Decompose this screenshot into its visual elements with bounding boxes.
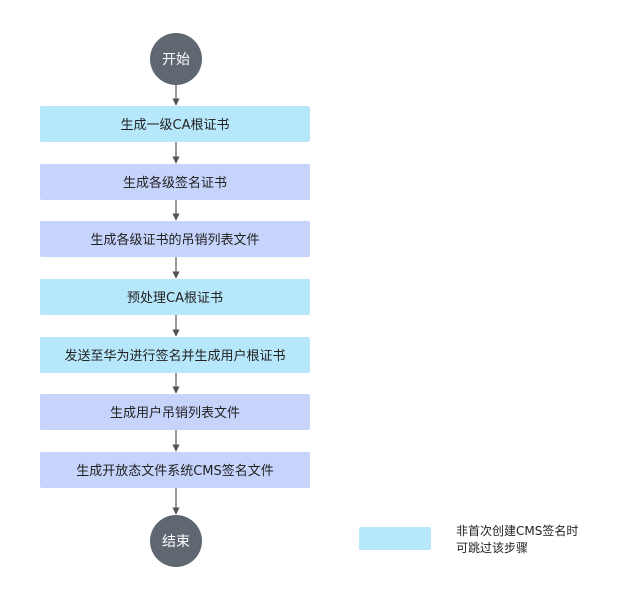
step-label: 生成各级证书的吊销列表文件 [90, 232, 259, 248]
end-circle [150, 515, 202, 567]
legend-line-2: 可跳过该步骤 [456, 541, 528, 555]
step-generate-user-crl: 生成用户吊销列表文件 [40, 394, 310, 430]
step-box [40, 221, 310, 257]
step-label: 生成用户吊销列表文件 [110, 405, 240, 421]
legend-swatch [359, 527, 431, 550]
step-label: 生成一级CA根证书 [121, 118, 230, 133]
step-label: 生成各级签名证书 [123, 175, 227, 191]
step-generate-cms-signature: 生成开放态文件系统CMS签名文件 [40, 452, 310, 488]
step-box [40, 452, 310, 488]
step-label: 发送至华为进行签名并生成用户根证书 [64, 348, 285, 364]
step-generate-root-ca: 生成一级CA根证书 [40, 106, 310, 142]
end-label: 结束 [162, 534, 190, 550]
start-label: 开始 [162, 52, 190, 68]
end-terminal: 结束 [150, 515, 202, 567]
step-label: 预处理CA根证书 [127, 291, 223, 306]
legend-line-1: 非首次创建CMS签名时 [456, 523, 578, 538]
step-box [40, 394, 310, 430]
step-generate-signing-certs: 生成各级签名证书 [40, 164, 310, 200]
steps: 生成一级CA根证书 生成各级签名证书 生成各级证书的吊销列表文件 预处理CA根证… [40, 106, 310, 488]
start-circle [150, 33, 202, 85]
start-terminal: 开始 [150, 33, 202, 85]
step-box [40, 106, 310, 142]
step-label: 生成开放态文件系统CMS签名文件 [76, 463, 274, 479]
step-box [40, 279, 310, 315]
step-preprocess-root-ca: 预处理CA根证书 [40, 279, 310, 315]
legend: 非首次创建CMS签名时 可跳过该步骤 [359, 523, 578, 555]
step-send-to-huawei: 发送至华为进行签名并生成用户根证书 [40, 337, 310, 373]
step-box [40, 164, 310, 200]
step-generate-crl-files: 生成各级证书的吊销列表文件 [40, 221, 310, 257]
step-box [40, 337, 310, 373]
